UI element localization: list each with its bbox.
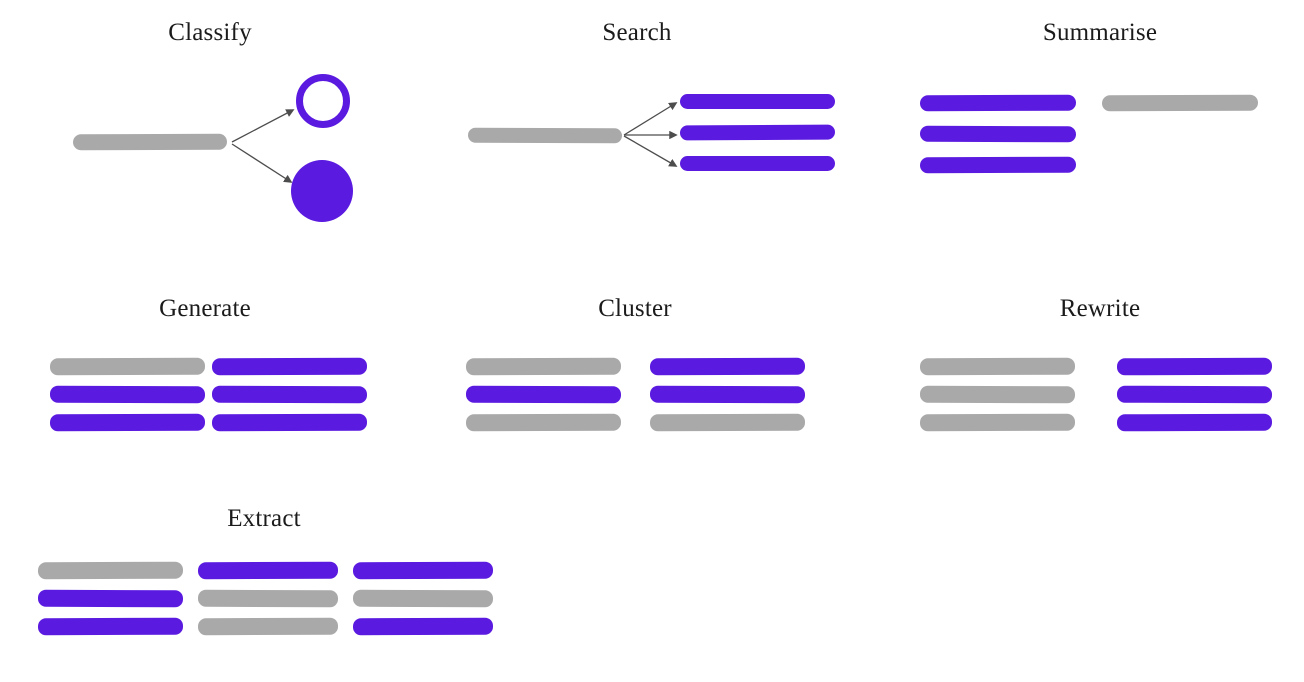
text-bar-gray <box>1101 94 1259 112</box>
panel-title-rewrite: Rewrite <box>1059 295 1141 322</box>
text-bar-purple <box>37 617 184 636</box>
text-bar-gray <box>649 413 806 432</box>
text-bar-gray <box>197 617 339 636</box>
generate-bars <box>49 357 368 432</box>
category-circle-outline <box>296 74 350 128</box>
text-bar-purple <box>680 156 835 171</box>
bar-column <box>465 357 622 432</box>
text-bar-gray <box>465 357 622 376</box>
text-bar-purple <box>352 561 494 580</box>
bar-column <box>1116 357 1273 432</box>
bar-column <box>49 357 206 432</box>
text-bar-purple <box>1116 357 1273 376</box>
bar-column <box>211 357 368 432</box>
text-bar-purple <box>37 589 184 608</box>
extract-bars <box>37 561 494 636</box>
panel-extract: Extract <box>30 498 498 658</box>
fanout-arrows <box>623 102 678 167</box>
text-bar-purple <box>352 617 494 636</box>
connector-arrow <box>623 102 678 136</box>
bar-column <box>919 94 1077 174</box>
connector-arrow <box>231 143 293 183</box>
panel-search: Search <box>450 14 836 230</box>
text-bar-purple <box>1116 385 1273 404</box>
text-bar-gray <box>919 357 1076 376</box>
text-bar-purple <box>465 385 622 404</box>
panel-classify: Classify <box>60 14 360 230</box>
text-bar-purple <box>211 385 368 404</box>
text-bar-gray <box>919 413 1076 432</box>
text-bar-gray <box>197 589 339 608</box>
bar-column <box>352 561 494 636</box>
panel-rewrite: Rewrite <box>913 290 1287 450</box>
text-bar-purple <box>49 385 206 404</box>
fanout-arrows <box>231 109 295 183</box>
summarise-bars <box>919 94 1259 174</box>
text-bar-purple <box>211 357 368 376</box>
text-bar-purple <box>197 561 339 580</box>
text-bar-purple <box>211 413 368 432</box>
panel-title-classify: Classify <box>168 19 252 46</box>
panel-title-search: Search <box>602 19 672 46</box>
search-result-bars <box>679 94 836 171</box>
connector-arrow <box>623 135 678 167</box>
bar-column <box>197 561 339 636</box>
text-bar-gray <box>49 357 206 376</box>
connector-arrow <box>231 109 295 143</box>
text-bar-purple <box>679 124 836 141</box>
bar-column <box>1101 94 1259 112</box>
text-bar-gray <box>37 561 184 580</box>
panel-title-summarise: Summarise <box>1042 19 1158 46</box>
text-bar-purple <box>919 156 1077 174</box>
panel-generate: Generate <box>40 290 370 450</box>
panel-title-generate: Generate <box>159 295 251 322</box>
panel-cluster: Cluster <box>455 290 815 450</box>
text-bar-purple <box>680 94 835 109</box>
text-bar-purple <box>919 125 1077 143</box>
category-circle-filled <box>291 160 353 222</box>
rewrite-bars <box>919 357 1273 432</box>
text-bar-purple <box>649 385 806 404</box>
bar-column <box>649 357 806 432</box>
text-bar-purple <box>1116 413 1273 432</box>
panel-title-extract: Extract <box>227 505 301 532</box>
text-bar-gray <box>465 413 622 432</box>
text-bar-purple <box>49 413 206 432</box>
bar-column <box>919 357 1076 432</box>
text-bar-gray <box>919 385 1076 404</box>
panel-summarise: Summarise <box>919 14 1280 230</box>
text-bar-purple <box>919 94 1077 112</box>
text-bar-gray <box>352 589 494 608</box>
text-bar-purple <box>649 357 806 376</box>
cluster-bars <box>465 357 806 432</box>
bar-column <box>37 561 184 636</box>
panel-title-cluster: Cluster <box>598 295 672 322</box>
